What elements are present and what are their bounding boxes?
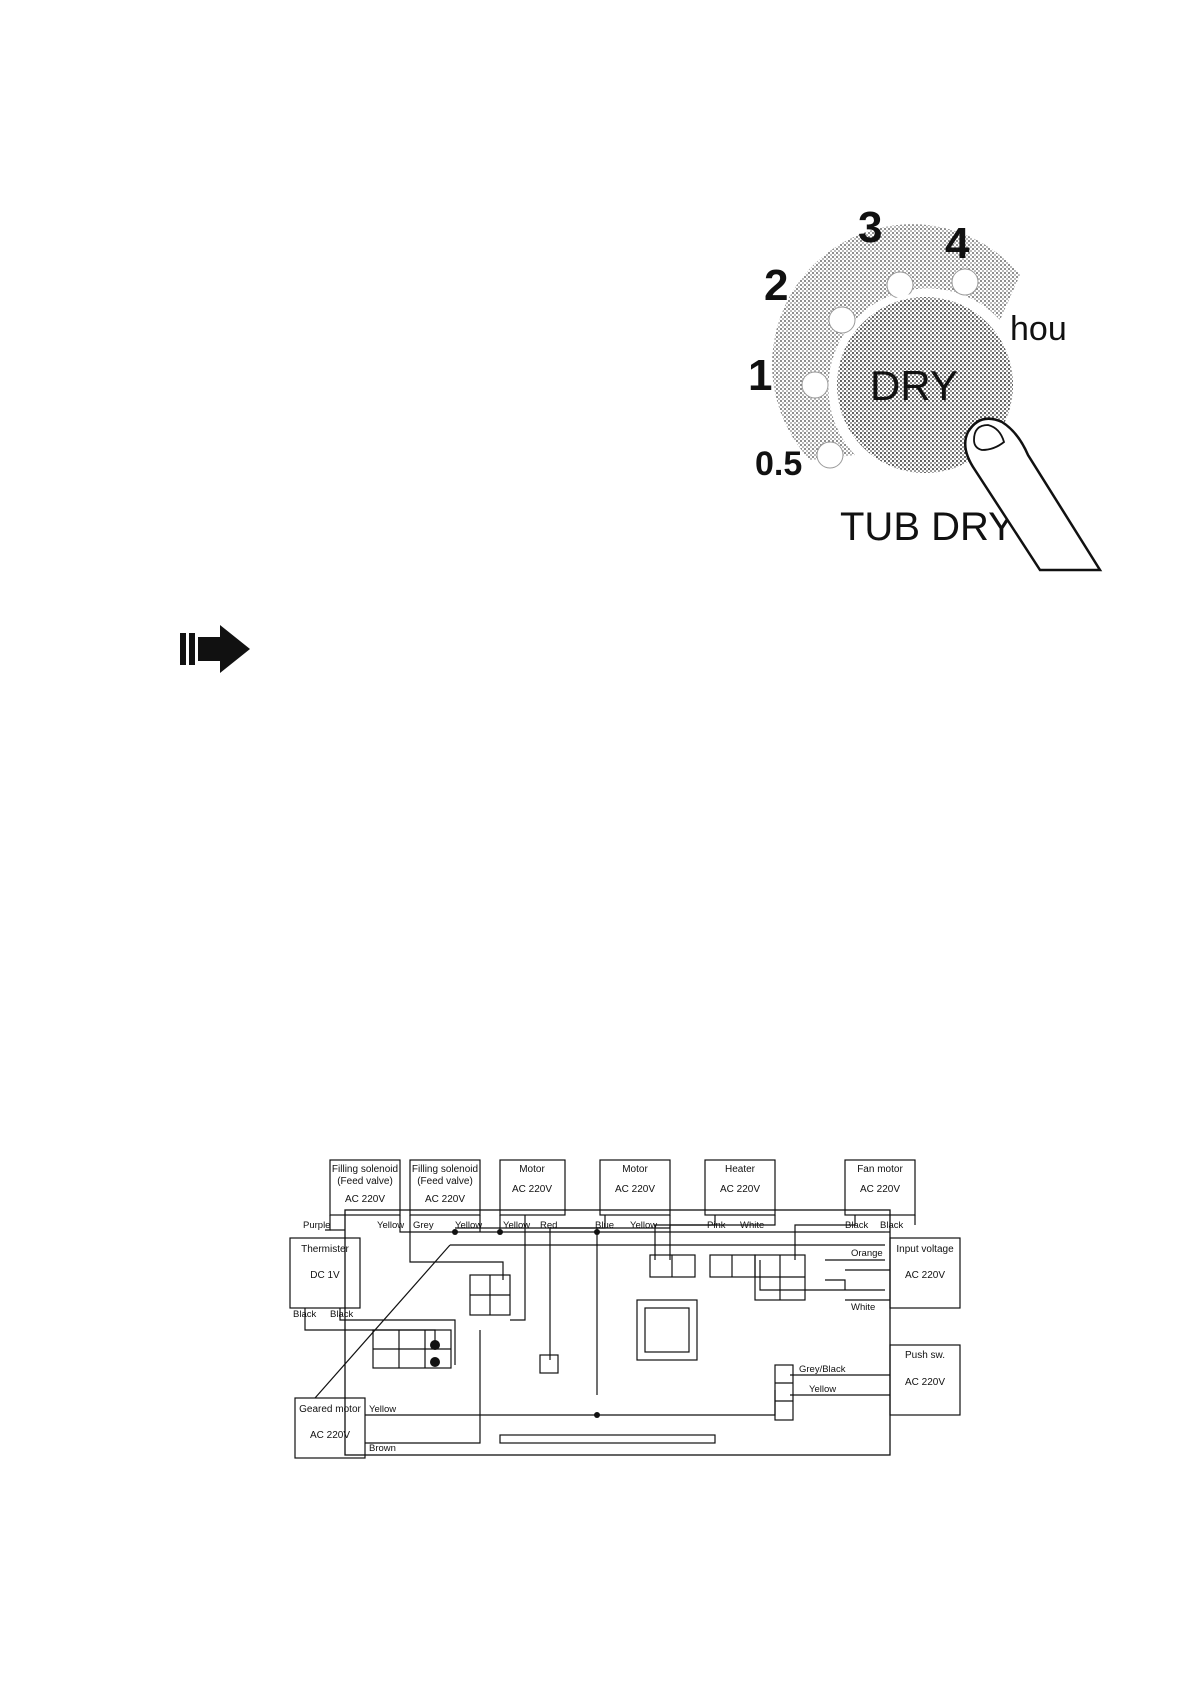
filling-solenoid-2-box	[409, 1159, 481, 1216]
motor-2-voltage: AC 220V	[615, 1184, 655, 1195]
fingernail-icon	[973, 424, 1006, 451]
wire-label-red: Red	[540, 1220, 557, 1231]
wire-label-therm-black-1: Black	[293, 1309, 316, 1320]
filling-solenoid-1-name: Filling solenoid	[332, 1164, 398, 1175]
motor-1-name: Motor	[519, 1164, 545, 1175]
input-voltage-name: Input voltage	[896, 1244, 954, 1255]
wire-label-grey: Grey	[413, 1220, 434, 1231]
fan-motor-voltage: AC 220V	[860, 1184, 900, 1195]
wire-label-yellow-3: Yellow	[503, 1220, 530, 1231]
lamp-2	[828, 306, 856, 334]
motor-2-name: Motor	[622, 1164, 648, 1175]
filling-solenoid-1-voltage: AC 220V	[345, 1194, 385, 1205]
filling-solenoid-2-sub: (Feed valve)	[417, 1176, 473, 1187]
input-voltage-value: AC 220V	[905, 1270, 945, 1281]
thermister-name: Thermister	[301, 1244, 349, 1255]
wiring-diagram-svg: Filling solenoid (Feed valve) AC 220V Fi…	[289, 1159, 961, 1459]
wire-label-orange: Orange	[851, 1248, 883, 1259]
wire-label-purple: Purple	[303, 1220, 330, 1231]
wire-label-white-2: White	[851, 1302, 875, 1313]
dial-illustration: 0.5 1 2 3 4 hou DRY TUB DRY	[748, 203, 1103, 572]
thermister-box	[289, 1237, 361, 1309]
geared-motor-box	[294, 1397, 366, 1459]
geared-motor-name: Geared motor	[299, 1404, 361, 1415]
wire-label-therm-black-2: Black	[330, 1309, 353, 1320]
filling-solenoid-2-name: Filling solenoid	[412, 1164, 478, 1175]
wiring-diagram: Filling solenoid (Feed valve) AC 220V Fi…	[285, 1150, 975, 1460]
wire-label-pink: Pink	[707, 1220, 726, 1231]
wire-label-yellow-5: Yellow	[809, 1384, 836, 1395]
dial-number-2: 2	[764, 261, 788, 310]
heater-voltage: AC 220V	[720, 1184, 760, 1195]
dial-number-4: 4	[945, 219, 970, 268]
lamp-0-5	[816, 441, 844, 469]
lamp-3	[886, 271, 914, 299]
wire-label-grey-black: Grey/Black	[799, 1364, 846, 1375]
lamp-1	[801, 371, 829, 399]
wire-label-black-1: Black	[845, 1220, 868, 1231]
dial-bottom-label: TUB DRY	[840, 505, 1015, 549]
dial-unit-label: hou	[1010, 310, 1067, 348]
heater-name: Heater	[725, 1164, 756, 1175]
connector-g	[774, 1364, 794, 1421]
connector-c	[539, 1354, 559, 1374]
wire-label-geared-yellow: Yellow	[369, 1404, 396, 1415]
finger-icon	[963, 417, 1103, 572]
dial-number-1: 1	[748, 351, 772, 400]
motor-1-box	[499, 1159, 566, 1216]
heater-box	[704, 1159, 776, 1216]
filling-solenoid-1-sub: (Feed valve)	[337, 1176, 393, 1187]
dial-number-3: 3	[858, 203, 882, 252]
fan-motor-name: Fan motor	[857, 1164, 903, 1175]
motor-1-voltage: AC 220V	[512, 1184, 552, 1195]
fan-motor-box	[844, 1159, 916, 1216]
tub-dry-dial: 0.5 1 2 3 4 hou DRY TUB DRY	[748, 200, 1120, 580]
filling-solenoid-2-voltage: AC 220V	[425, 1194, 465, 1205]
wire-label-blue: Blue	[595, 1220, 614, 1231]
wire-label-yellow-2: Yellow	[455, 1220, 482, 1231]
dial-center-label: DRY	[870, 362, 958, 409]
pcb-outline	[344, 1209, 891, 1456]
thermister-voltage: DC 1V	[310, 1270, 340, 1281]
wire-label-black-2: Black	[880, 1220, 903, 1231]
wire-label-geared-brown: Brown	[369, 1443, 396, 1454]
push-sw-voltage: AC 220V	[905, 1377, 945, 1388]
push-sw-name: Push sw.	[905, 1350, 945, 1361]
filling-solenoid-1-box	[329, 1159, 401, 1216]
push-sw-box	[889, 1344, 961, 1416]
wire-label-yellow-1: Yellow	[377, 1220, 404, 1231]
input-voltage-box	[889, 1237, 961, 1309]
note-arrow-icon	[180, 625, 250, 673]
geared-motor-voltage: AC 220V	[310, 1430, 350, 1441]
wire-label-yellow-4: Yellow	[630, 1220, 657, 1231]
motor-2-box	[599, 1159, 671, 1216]
transformer	[636, 1299, 698, 1361]
lamp-4	[951, 268, 979, 296]
wire-label-white-1: White	[740, 1220, 764, 1231]
pcb-bar	[499, 1434, 716, 1444]
dial-number-0-5: 0.5	[755, 445, 802, 483]
